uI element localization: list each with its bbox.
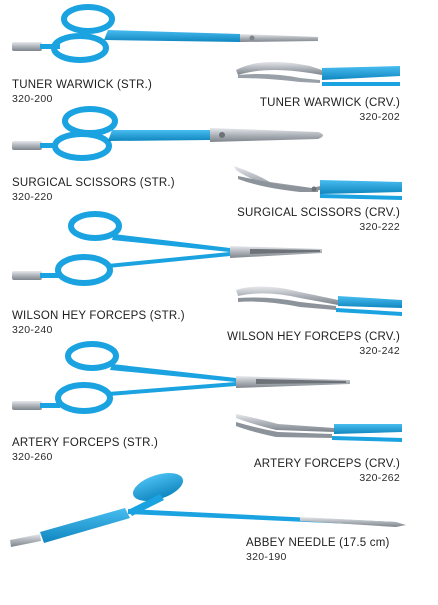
instrument-code: 320-242 [359, 344, 400, 357]
instrument-code: 320-262 [359, 471, 400, 484]
curved-tip-image [236, 61, 400, 86]
curved-artery-forceps-tip-image [236, 414, 402, 442]
instrument-name: TUNER WARWICK (CRV.) [259, 97, 400, 109]
instrument-label-wilson-hey-forceps-crv: WILSON HEY FORCEPS (CRV.) 320-242 [227, 331, 400, 357]
instrument-name: SURGICAL SCISSORS (STR.) [12, 177, 175, 189]
instrument-label-surgical-scissors-str: SURGICAL SCISSORS (STR.) 320-220 [12, 177, 175, 203]
instrument-label-wilson-hey-forceps-str: WILSON HEY FORCEPS (STR.) 320-240 [12, 310, 185, 336]
instrument-name: ARTERY FORCEPS (STR.) [12, 437, 159, 449]
instrument-name: WILSON HEY FORCEPS (STR.) [12, 310, 185, 322]
straight-scissors-image [12, 106, 323, 161]
instrument-label-abbey-needle: ABBEY NEEDLE (17.5 cm) 320-190 [246, 537, 390, 563]
instrument-name: WILSON HEY FORCEPS (CRV.) [227, 331, 400, 343]
curved-scissors-tip-image [234, 166, 402, 200]
abbey-needle-image [10, 473, 406, 547]
instrument-label-tuner-warwick-crv: TUNER WARWICK (CRV.) 320-202 [259, 97, 400, 123]
instrument-code: 320-220 [12, 190, 53, 203]
instrument-code: 320-260 [12, 450, 53, 463]
instrument-name: ABBEY NEEDLE (17.5 cm) [246, 537, 390, 549]
instrument-label-artery-forceps-crv: ARTERY FORCEPS (CRV.) 320-262 [253, 458, 400, 484]
instrument-code: 320-190 [246, 550, 287, 563]
instrument-code: 320-222 [359, 220, 400, 233]
instrument-code: 320-202 [359, 110, 400, 123]
instrument-label-surgical-scissors-crv: SURGICAL SCISSORS (CRV.) 320-222 [237, 207, 400, 233]
straight-artery-forceps-image [12, 341, 350, 414]
instrument-code: 320-240 [12, 323, 53, 336]
curved-forceps-tip-image [236, 286, 402, 316]
instrument-name: ARTERY FORCEPS (CRV.) [253, 458, 400, 470]
instrument-label-artery-forceps-str: ARTERY FORCEPS (STR.) 320-260 [12, 437, 159, 463]
instrument-code: 320-200 [12, 92, 53, 105]
instrument-name: SURGICAL SCISSORS (CRV.) [237, 207, 400, 219]
straight-forceps-image [12, 211, 322, 286]
instrument-label-tuner-warwick-str: TUNER WARWICK (STR.) 320-200 [12, 79, 153, 105]
instrument-name: TUNER WARWICK (STR.) [12, 79, 153, 91]
straight-hemostat-image [12, 4, 318, 63]
